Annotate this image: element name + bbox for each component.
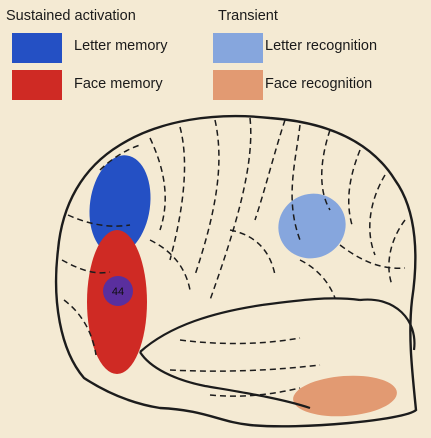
cerebellum-outline [360,300,414,350]
region-face-recognition [292,372,399,419]
region-letter-recognition [268,183,357,270]
temporal-boundary [140,352,310,408]
overlap-label: 44 [112,286,124,298]
